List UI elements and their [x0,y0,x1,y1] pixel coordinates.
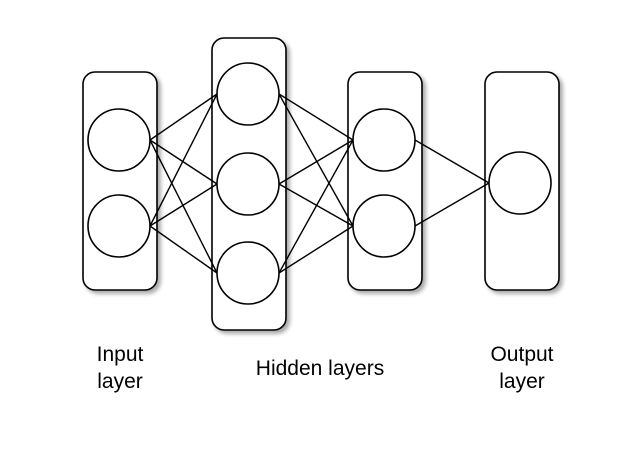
output-layer-label: Output layer [476,341,568,395]
hidden-2-neuron-2 [352,194,416,258]
connections [149,93,490,274]
connection-hidden-2-1-to-output-1 [414,139,490,184]
connection-hidden-1-2-to-hidden-2-1 [278,139,354,185]
connection-input-1-to-hidden-1-1 [149,93,218,141]
input-neuron-1 [87,108,151,172]
connection-hidden-2-2-to-output-1 [414,182,490,227]
input-layer-label: Input layer [80,341,160,395]
hidden-1-neuron-1 [216,62,280,126]
connection-hidden-1-3-to-hidden-2-1 [278,139,354,274]
output-neuron-1 [488,151,552,215]
connection-input-1-to-hidden-1-2 [149,139,218,185]
connection-hidden-1-3-to-hidden-2-2 [278,225,354,274]
connection-input-2-to-hidden-1-2 [149,183,218,227]
hidden-2-neuron-1 [352,108,416,172]
connection-hidden-1-1-to-hidden-2-1 [278,93,354,141]
connection-hidden-1-2-to-hidden-2-2 [278,183,354,227]
hidden-1-neuron-2 [216,152,280,216]
neurons [87,62,552,305]
hidden-layers-label: Hidden layers [238,355,402,382]
input-neuron-2 [87,194,151,258]
input-layer-label-line1: Input [96,343,144,366]
input-layer-label-line2: layer [97,370,143,393]
connection-input-1-to-hidden-1-3 [149,139,218,274]
connection-input-2-to-hidden-1-3 [149,225,218,274]
connection-input-2-to-hidden-1-1 [149,93,218,227]
output-layer-label-line1: Output [490,343,554,366]
connection-hidden-1-1-to-hidden-2-2 [278,93,354,227]
hidden-1-neuron-3 [216,241,280,305]
output-layer-label-line2: layer [499,370,545,393]
hidden-layers-label-text: Hidden layers [255,357,385,380]
